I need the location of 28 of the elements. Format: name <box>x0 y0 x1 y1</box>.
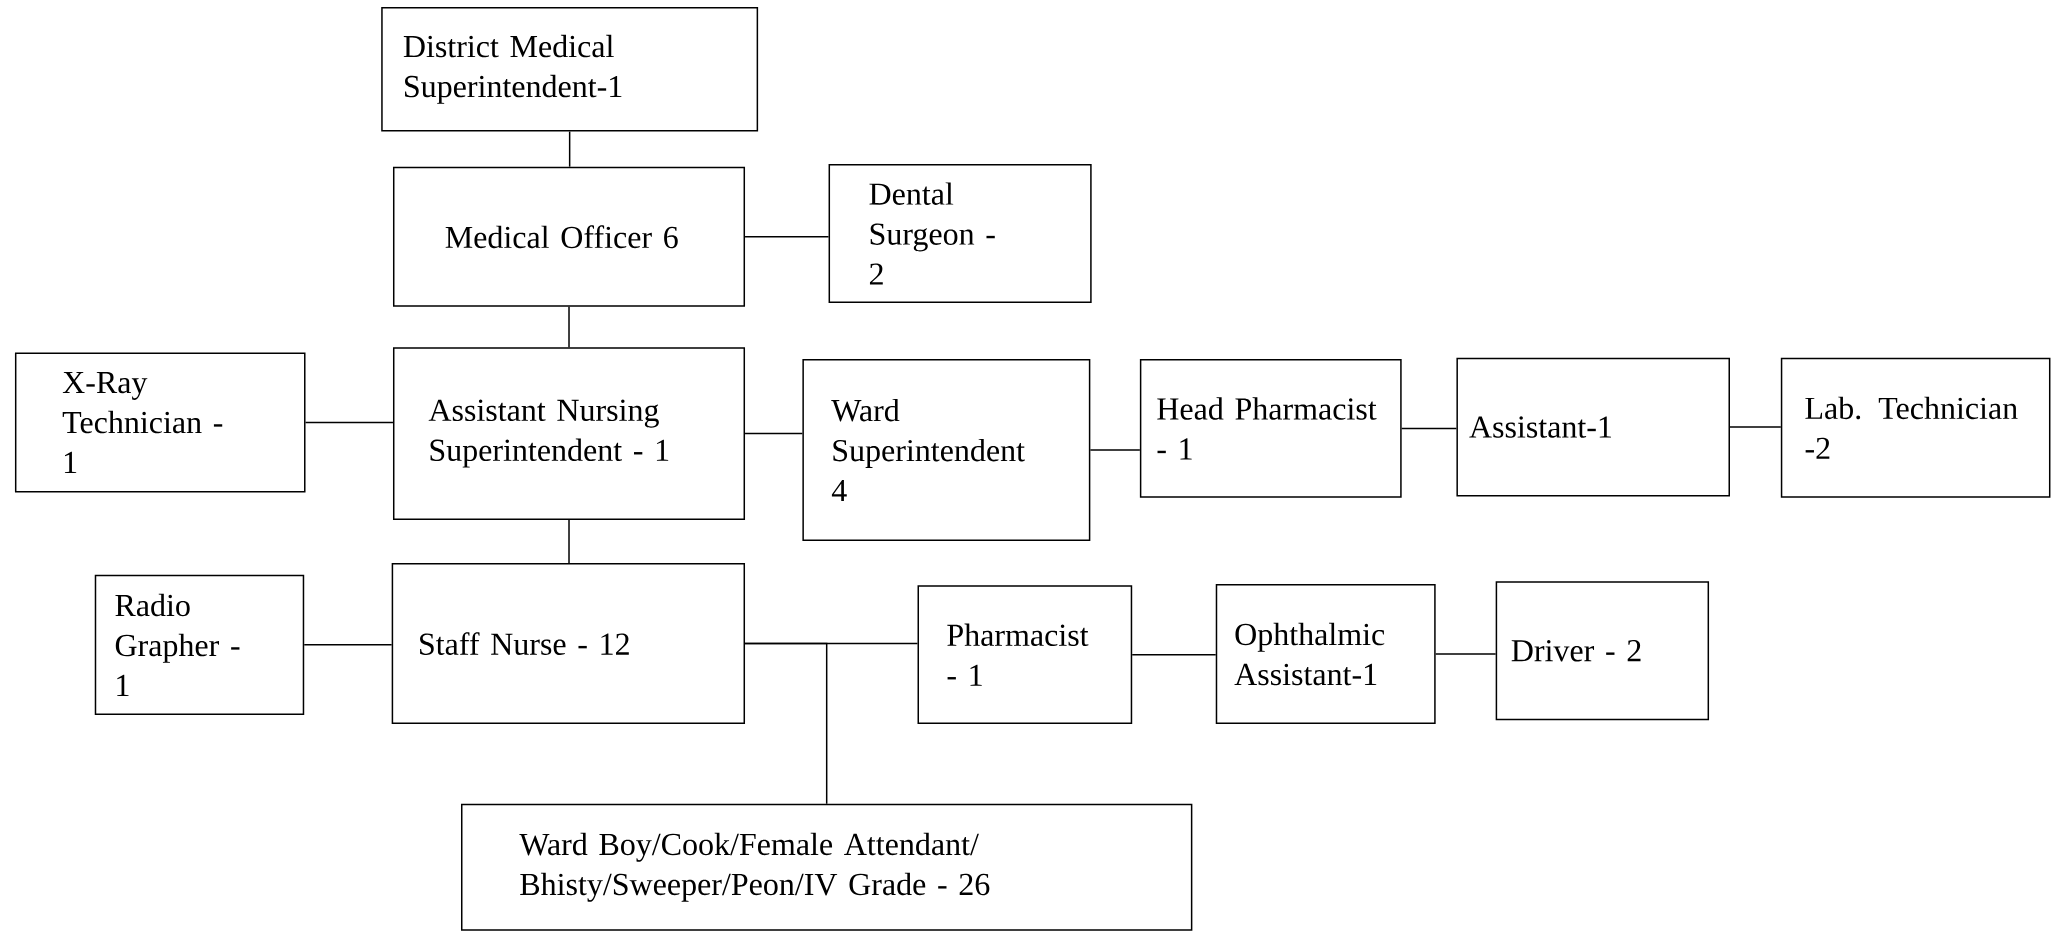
org-box: Ward Boy/Cook/Female Attendant/ Bhisty/Sweeper/Peon/IV Grade - 26 <box>461 803 1193 931</box>
org-box: Staff Nurse - 12 <box>391 563 746 725</box>
org-box: X-Ray Technician - 1 <box>14 352 306 493</box>
org-box: Ward Superintendent 4 <box>802 358 1091 541</box>
connector-line <box>1089 449 1141 451</box>
org-box: Assistant-1 <box>1456 357 1730 497</box>
org-box: Medical Officer 6 <box>393 166 746 307</box>
connector-line <box>1729 426 1782 428</box>
connector-line <box>744 432 804 435</box>
org-box: Head Pharmacist - 1 <box>1139 358 1402 498</box>
org-box: Lab. Technician -2 <box>1780 357 2051 498</box>
connector-line <box>744 236 830 238</box>
connector-line <box>304 421 394 424</box>
org-box: Pharmacist - 1 <box>917 585 1133 725</box>
connector-line <box>1400 427 1458 430</box>
connector-line <box>568 130 571 168</box>
org-box: Driver - 2 <box>1495 581 1710 721</box>
connector-line <box>303 644 393 646</box>
connector-line <box>744 642 828 805</box>
org-box: Ophthalmic Assistant-1 <box>1215 583 1436 725</box>
connector-line <box>1434 653 1497 655</box>
org-box: Radio Grapher -1 <box>94 574 305 715</box>
org-box: Dental Surgeon - 2 <box>828 164 1092 303</box>
connector-line <box>1131 653 1217 656</box>
org-box: District Medical Superintendent-1 <box>381 7 759 132</box>
connector-line <box>568 519 570 564</box>
connector-line <box>568 306 570 348</box>
org-box: Assistant Nursing Superintendent - 1 <box>393 347 746 521</box>
